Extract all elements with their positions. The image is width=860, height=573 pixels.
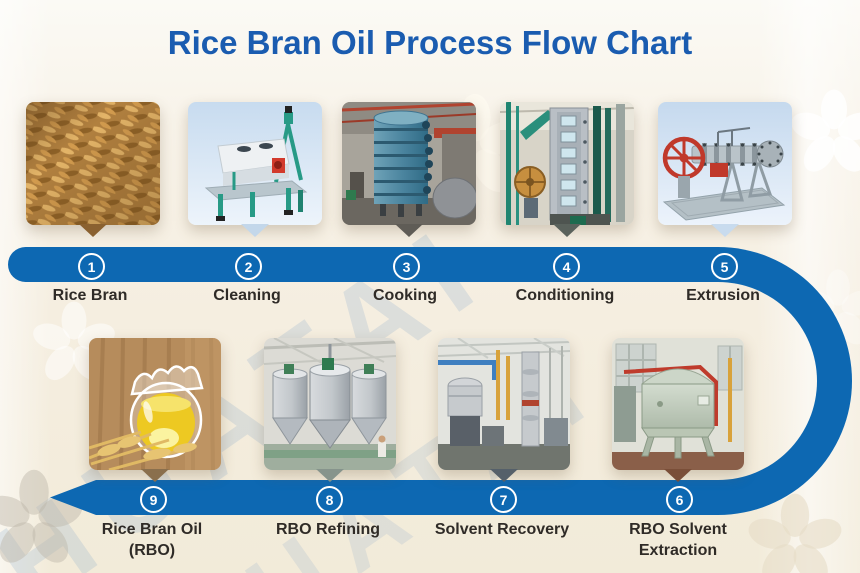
photo-pointer [316, 469, 344, 482]
photo-rbo-solvent-extraction [612, 338, 744, 470]
rbo-solvent-extraction-illustration [612, 338, 744, 470]
step-label: RBO Solvent Extraction [629, 521, 727, 559]
step-label: Extrusion [686, 287, 760, 304]
cleaning-machine-illustration [188, 102, 322, 225]
step-label: Cleaning [213, 287, 281, 304]
step-label: Cooking [373, 287, 437, 304]
photo-rice-bran [26, 102, 160, 225]
photo-extrusion-machine [658, 102, 792, 225]
step-number-badge: 7 [490, 486, 517, 513]
photo-pointer [553, 224, 581, 237]
step-label: Rice Bran [52, 287, 128, 304]
page-title: Rice Bran Oil Process Flow Chart [167, 24, 693, 61]
photo-pointer [664, 469, 692, 482]
photo-pointer [490, 469, 518, 482]
photo-pointer [395, 224, 423, 237]
extrusion-machine-illustration [658, 102, 792, 225]
photo-cleaning-machine [188, 102, 322, 225]
step-number-badge: 6 [666, 486, 693, 513]
step-number-badge: 1 [78, 253, 105, 280]
photo-rbo-refining [264, 338, 396, 470]
step-number-badge: 3 [393, 253, 420, 280]
rice-bran-grains-illustration [26, 102, 160, 225]
cooking-machine-illustration [342, 102, 476, 225]
photo-conditioning-machine [500, 102, 634, 225]
step-number-badge: 9 [140, 486, 167, 513]
step-number-badge: 8 [316, 486, 343, 513]
step-label: Rice Bran Oil (RBO) [101, 521, 203, 559]
step-label: Conditioning [515, 287, 615, 304]
step-label: RBO Refining [276, 521, 380, 538]
photo-pointer [79, 224, 107, 237]
flower-watermark-icon [788, 89, 860, 178]
photo-cooking-machine [342, 102, 476, 225]
rbo-refining-illustration [264, 338, 396, 470]
step-number-badge: 2 [235, 253, 262, 280]
step-number-badge: 5 [711, 253, 738, 280]
conditioning-machine-illustration [500, 102, 634, 225]
process-band-top [8, 247, 718, 282]
photo-pointer [241, 224, 269, 237]
photo-rice-bran-oil [89, 338, 221, 470]
photo-pointer [711, 224, 739, 237]
flower-watermark-icon [0, 469, 86, 570]
step-number-badge: 4 [553, 253, 580, 280]
photo-pointer [141, 469, 169, 482]
photo-solvent-recovery [438, 338, 570, 470]
step-label: Solvent Recovery [434, 521, 570, 538]
solvent-recovery-illustration [438, 338, 570, 470]
rice-bran-oil-illustration [89, 338, 221, 470]
